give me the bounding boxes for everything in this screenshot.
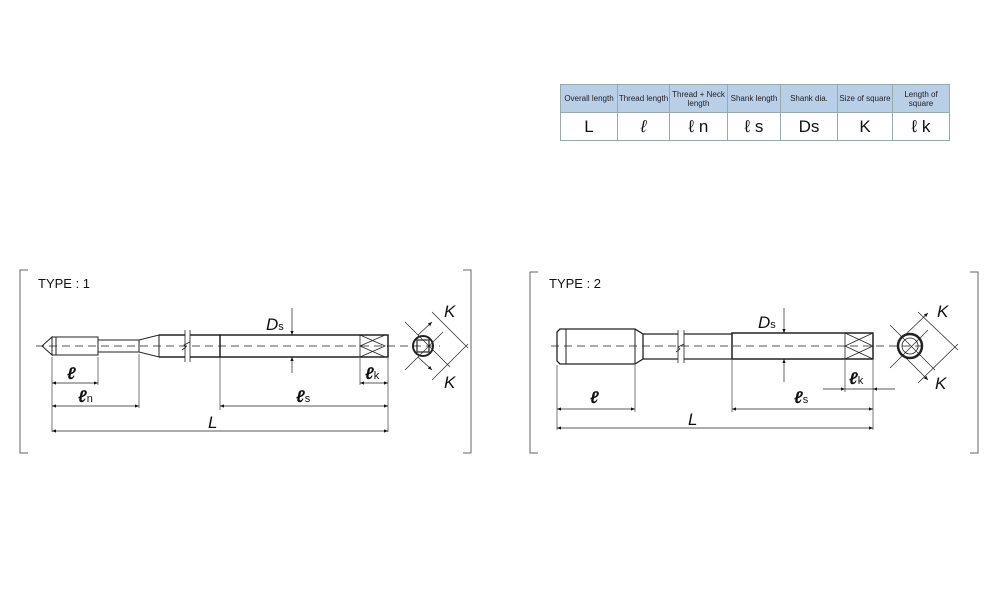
bracket-right (463, 269, 472, 454)
symbol-cell: Ds (780, 112, 838, 141)
bracket-right (970, 271, 979, 454)
type2-shank-length-label: ℓs (794, 388, 809, 407)
type2-overall-length-label: L (688, 410, 697, 429)
shank (219, 334, 389, 358)
header-cell: Shank length (727, 84, 781, 113)
type2-thread-length-label: ℓ (590, 388, 599, 407)
symbol-cell: ℓ (617, 112, 670, 141)
header-cell: Length of square (892, 84, 950, 113)
type1-thread-length-label: ℓ (67, 364, 76, 383)
dimension-legend-table: Overall length Thread length Thread + Ne… (560, 84, 950, 141)
end-view-circle (412, 335, 434, 357)
square-end (359, 334, 386, 358)
type2-title: TYPE : 2 (549, 276, 601, 291)
type1-k-top-label: K (444, 302, 456, 321)
type1-overall-length-label: L (208, 413, 217, 432)
bracket-left (19, 269, 28, 454)
square-end (844, 332, 874, 360)
type2-drawing (529, 271, 979, 454)
header-cell: Thread + Neck length (669, 84, 728, 113)
table-symbol-row: L ℓ ℓ n ℓ s Ds K ℓ k (560, 112, 950, 141)
type1-shank-length-label: ℓs (296, 387, 311, 406)
type1-neck-length-label: ℓn (78, 387, 93, 406)
bracket-left (529, 271, 538, 454)
type1-title: TYPE : 1 (38, 276, 90, 291)
symbol-cell: L (560, 112, 618, 141)
type2-ds-label: Ds (758, 313, 776, 332)
header-cell: Size of square (837, 84, 893, 113)
type1-ds-label: Ds (266, 315, 284, 334)
symbol-cell: K (837, 112, 893, 141)
end-view-circle (896, 332, 924, 360)
type2-k-bottom-label: K (935, 374, 947, 393)
header-cell: Overall length (560, 84, 618, 113)
header-cell: Shank dia. (780, 84, 838, 113)
type2-square-length-label: ℓk (849, 369, 864, 388)
neck-section (643, 333, 732, 360)
type2-k-top-label: K (937, 302, 949, 321)
type1-square-length-label: ℓk (365, 364, 380, 383)
table-header-row: Overall length Thread length Thread + Ne… (560, 84, 950, 113)
type1-k-bottom-label: K (444, 373, 456, 392)
type1-drawing (19, 269, 472, 454)
symbol-cell: ℓ k (892, 112, 950, 141)
